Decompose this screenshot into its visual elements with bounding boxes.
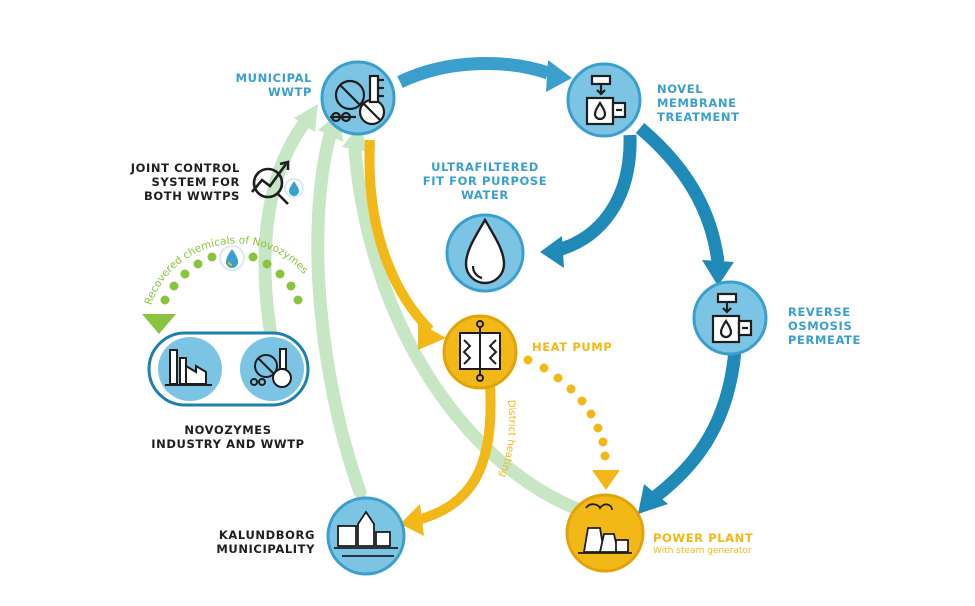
heat-pump-icon: [459, 320, 501, 382]
arrowhead-ro: [702, 260, 734, 286]
arrowhead-membrane: [546, 60, 572, 92]
arrowhead-kalundborg: [400, 504, 424, 536]
flow-heatpump-to-kalundborg: [416, 384, 496, 525]
label-novel-membrane: NOVEL MEMBRANE TREATMENT: [657, 82, 740, 124]
kalundborg-node: [326, 496, 406, 576]
town-icon: [334, 510, 398, 557]
green-flow-kalundborg-to-wwtp: [311, 128, 367, 499]
dotted-recovered-chemicals: [142, 252, 303, 334]
novozymes-node: [147, 331, 310, 407]
recovered-chemicals-label: Recovered chemicals of Novozymes: [143, 234, 311, 306]
novel-membrane-node: [566, 62, 642, 138]
ultrafiltered-water-node: [445, 213, 525, 293]
joint-control-node: [251, 160, 304, 205]
membrane-filter-icon: [711, 292, 753, 344]
green-return-flows: [258, 115, 592, 519]
wastewater-plant-icon: [330, 74, 386, 126]
wastewater-plant-icon: [250, 348, 292, 388]
heat-pump-node: [442, 314, 518, 390]
arrowhead-water: [540, 236, 564, 268]
label-ultrafiltered-water: ULTRAFILTERED FIT FOR PURPOSE WATER: [422, 160, 548, 202]
blue-flows: [397, 57, 742, 503]
flow-membrane-to-ro: [635, 123, 725, 263]
label-joint-control: JOINT CONTROL SYSTEM FOR BOTH WWTPS: [130, 161, 240, 203]
reverse-osmosis-node: [692, 280, 768, 356]
yellow-arrowheads: [400, 322, 446, 536]
flow-membrane-to-water: [556, 134, 637, 257]
green-flow-novozymes-to-wwtp: [258, 115, 312, 349]
control-system-icon: [251, 160, 290, 205]
arrowhead-recovered: [142, 314, 176, 334]
label-reverse-osmosis: REVERSE OSMOSIS PERMEATE: [788, 305, 861, 347]
power-plant-icon: [578, 503, 632, 554]
flow-wwtp-to-membrane: [397, 57, 551, 88]
dotted-heatpump-to-powerplant: [523, 355, 620, 490]
arrowhead-powerplant: [638, 484, 668, 514]
flow-wwtp-to-heatpump: [364, 139, 434, 334]
label-power-plant-sub: With steam generator: [653, 546, 752, 556]
label-power-plant: POWER PLANT: [653, 531, 754, 545]
municipal-wwtp-node: [320, 60, 396, 136]
recovered-drop-badge: [219, 245, 245, 271]
power-plant-node: [565, 493, 645, 573]
yellow-flows: [364, 139, 496, 525]
label-kalundborg: KALUNDBORG MUNICIPALITY: [216, 528, 315, 556]
arrowhead-dotted-powerplant: [592, 470, 620, 490]
label-novozymes: NOVOZYMES INDUSTRY AND WWTP: [151, 423, 305, 451]
factory-icon: [165, 349, 212, 386]
water-drop-icon: [464, 217, 506, 285]
arrowhead-heatpump: [418, 322, 446, 350]
flow-ro-to-powerplant: [651, 349, 742, 503]
membrane-filter-icon: [585, 74, 627, 126]
label-municipal-wwtp: MUNICIPAL WWTP: [235, 71, 312, 99]
green-flow-powerplant-to-wwtp: [348, 143, 592, 519]
blue-arrowheads: [540, 60, 734, 514]
label-heat-pump: HEAT PUMP: [532, 340, 613, 354]
